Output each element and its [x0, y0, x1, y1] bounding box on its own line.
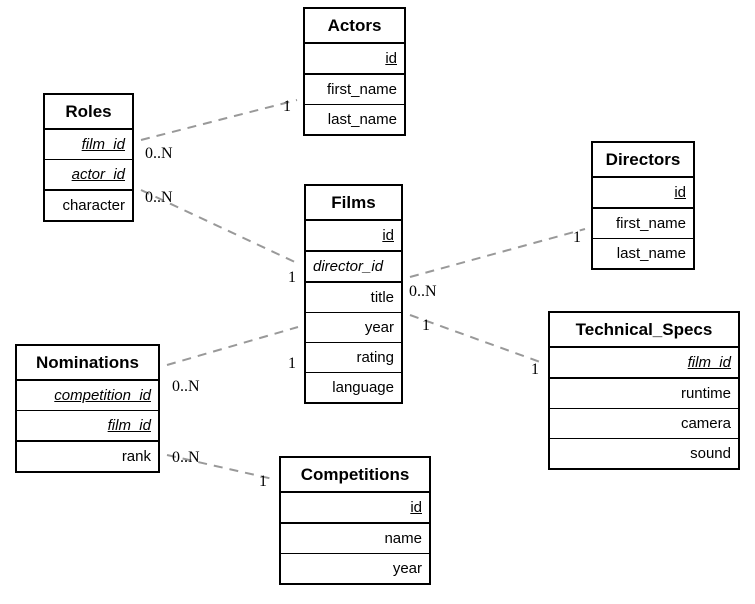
attribute-films-director_id: director_id: [306, 250, 401, 281]
entity-title-directors: Directors: [593, 143, 693, 178]
attribute-competitions-year: year: [281, 553, 429, 583]
attribute-directors-id: id: [593, 178, 693, 207]
entity-title-roles: Roles: [45, 95, 132, 130]
attribute-competitions-id: id: [281, 493, 429, 522]
attribute-actors-first_name: first_name: [305, 73, 404, 104]
relationship-line-roles-actors: [140, 99, 298, 141]
cardinality-label-films-specs-1a: 1: [422, 317, 430, 334]
attribute-technical_specs-runtime: runtime: [550, 377, 738, 408]
cardinality-label-films-directors-n: 0..N: [409, 283, 437, 300]
attribute-technical_specs-film_id: film_id: [550, 348, 738, 377]
attribute-films-id: id: [306, 221, 401, 250]
attribute-roles-film_id: film_id: [45, 130, 132, 159]
attribute-technical_specs-sound: sound: [550, 438, 738, 468]
cardinality-label-nominations-comp-n: 0..N: [172, 449, 200, 466]
cardinality-label-roles-actors-n: 0..N: [145, 145, 173, 162]
attribute-directors-first_name: first_name: [593, 207, 693, 238]
cardinality-label-roles-films-1: 1: [288, 269, 296, 286]
attribute-films-year: year: [306, 312, 401, 342]
attribute-competitions-name: name: [281, 522, 429, 553]
attribute-nominations-film_id: film_id: [17, 410, 158, 440]
entity-title-competitions: Competitions: [281, 458, 429, 493]
relationship-line-films-directors: [409, 228, 586, 278]
attribute-directors-last_name: last_name: [593, 238, 693, 268]
entity-title-actors: Actors: [305, 9, 404, 44]
cardinality-label-nominations-films-n: 0..N: [172, 378, 200, 395]
attribute-nominations-rank: rank: [17, 440, 158, 471]
entity-title-films: Films: [306, 186, 401, 221]
attribute-actors-id: id: [305, 44, 404, 73]
entity-title-technical_specs: Technical_Specs: [550, 313, 738, 348]
cardinality-label-nominations-films-1: 1: [288, 355, 296, 372]
attribute-films-title: title: [306, 281, 401, 312]
attribute-films-language: language: [306, 372, 401, 402]
attribute-technical_specs-camera: camera: [550, 408, 738, 438]
cardinality-label-films-specs-1b: 1: [531, 361, 539, 378]
cardinality-label-roles-actors-1: 1: [283, 98, 291, 115]
cardinality-label-films-directors-1: 1: [573, 229, 581, 246]
attribute-roles-character: character: [45, 189, 132, 220]
attribute-roles-actor_id: actor_id: [45, 159, 132, 189]
attribute-films-rating: rating: [306, 342, 401, 372]
attribute-nominations-competition_id: competition_id: [17, 381, 158, 410]
cardinality-label-roles-films-n: 0..N: [145, 189, 173, 206]
relationship-line-nominations-films: [166, 326, 299, 366]
attribute-actors-last_name: last_name: [305, 104, 404, 134]
cardinality-label-nominations-comp-1: 1: [259, 473, 267, 490]
entity-title-nominations: Nominations: [17, 346, 158, 381]
